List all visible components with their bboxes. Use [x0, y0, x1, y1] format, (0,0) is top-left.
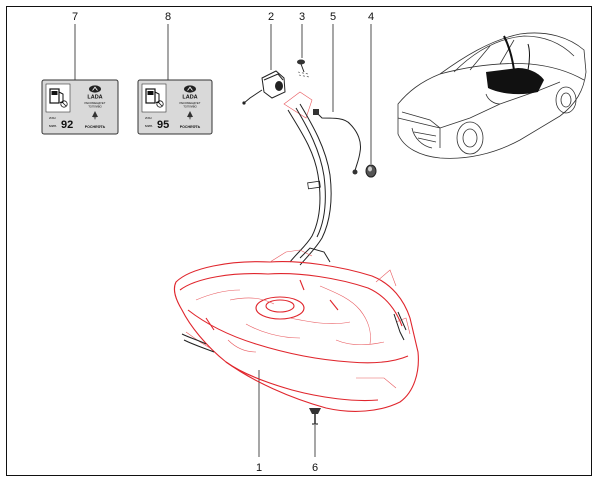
car-illustration: [397, 32, 587, 159]
fuel-tank: [173, 249, 419, 412]
lada-logo-icon: [184, 85, 196, 93]
callout-8: 8: [165, 11, 171, 23]
callout-5: 5: [330, 11, 336, 23]
prefix-text-2: мин.: [49, 123, 57, 128]
lada-logo-icon: [89, 85, 101, 93]
rosneft-logo-icon: [92, 111, 98, 120]
nut: [365, 164, 377, 178]
prefix-text: ИЗЫ: [145, 116, 152, 120]
callout-6: 6: [312, 462, 318, 474]
callout-3: 3: [299, 11, 305, 23]
prefix-text-2: мин.: [145, 123, 153, 128]
rosneft-logo-icon: [187, 111, 193, 120]
filler-cap: [242, 70, 286, 105]
brand-text: LADA: [87, 95, 102, 101]
tank-hoses: [181, 247, 407, 353]
filler-neck: [283, 91, 332, 266]
tagline-2: ТОПЛИВО: [183, 105, 197, 109]
callout-1: 1: [256, 462, 262, 474]
octane-92: 92: [61, 119, 73, 131]
callout-2: 2: [268, 11, 274, 23]
clip: [309, 408, 321, 425]
partner-text: РОСНЕФТЬ: [180, 125, 201, 129]
fuel-label-92: LADA РЕКОМЕНДУЕТ ТОПЛИВО ИЗЫ мин. 92 РОС…: [41, 79, 119, 135]
fuel-pump-icon: [49, 88, 68, 108]
prefix-text: ИЗЫ: [49, 116, 56, 120]
fuel-label-95: LADA РЕКОМЕНДУЕТ ТОПЛИВО ИЗЫ мин. 95 РОС…: [137, 79, 213, 135]
vent-hose: [313, 109, 361, 175]
octane-95: 95: [157, 119, 169, 131]
tagline-1: РЕКОМЕНДУЕТ: [180, 101, 201, 105]
tagline-2: ТОПЛИВО: [88, 105, 102, 109]
callout-7: 7: [72, 11, 78, 23]
callout-4: 4: [368, 11, 374, 23]
tagline-1: РЕКОМЕНДУЕТ: [85, 101, 106, 105]
brand-text: LADA: [182, 95, 197, 101]
screw: [297, 59, 310, 78]
partner-text: РОСНЕФТЬ: [85, 125, 106, 129]
fuel-pump-icon: [145, 88, 164, 108]
diagram-frame: [6, 6, 592, 476]
